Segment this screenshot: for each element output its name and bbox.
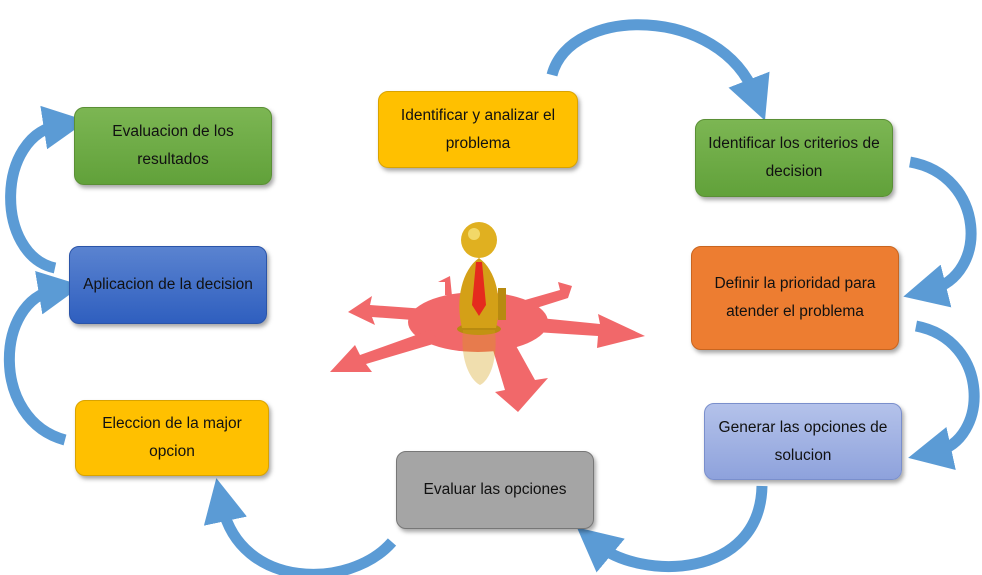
step-label: Definir la prioridad para atender el pro… (714, 275, 876, 320)
arrow-step6-to-step7 (3, 271, 83, 446)
step-definir-prioridad: Definir la prioridad para atender el pro… (691, 246, 899, 350)
red-arrow-lower-left (330, 330, 440, 372)
step-identificar-criterios: Identificar los criterios de decision (695, 119, 893, 197)
red-arrow-up-left (438, 276, 452, 296)
step-eleccion: Eleccion de la major opcion (75, 400, 269, 476)
arrow-step4-to-step5 (576, 485, 768, 573)
red-arrow-down (490, 335, 548, 412)
red-arrow-left (348, 296, 440, 325)
step-label: Evaluar las opciones (423, 481, 567, 498)
arrow-step1-to-step2 (546, 19, 770, 121)
arrow-step5-to-step6 (203, 478, 397, 575)
step-identificar-analizar: Identificar y analizar el problema (378, 91, 578, 168)
arrow-step2-to-step3 (903, 156, 977, 308)
step-label: Identificar los criterios de decision (708, 135, 880, 180)
step-label: Evaluacion de los resultados (112, 123, 234, 168)
arrow-step3-to-step4 (908, 320, 980, 470)
step-label: Eleccion de la major opcion (102, 415, 242, 460)
step-aplicacion: Aplicacion de la decision (69, 246, 267, 324)
step-label: Aplicacion de la decision (83, 276, 253, 293)
step-label: Generar las opciones de solucion (718, 418, 888, 464)
step-generar-opciones: Generar las opciones de solucion (704, 403, 902, 480)
arrow-step7-to-step8 (5, 105, 88, 274)
red-arrow-right (535, 314, 645, 348)
step-label: Identificar y analizar el problema (400, 106, 556, 152)
step-evaluacion-resultados: Evaluacion de los resultados (74, 107, 272, 185)
gold-figure-icon (457, 222, 506, 385)
red-arrow-upper-right (525, 282, 572, 310)
step-evaluar-opciones: Evaluar las opciones (396, 451, 594, 529)
